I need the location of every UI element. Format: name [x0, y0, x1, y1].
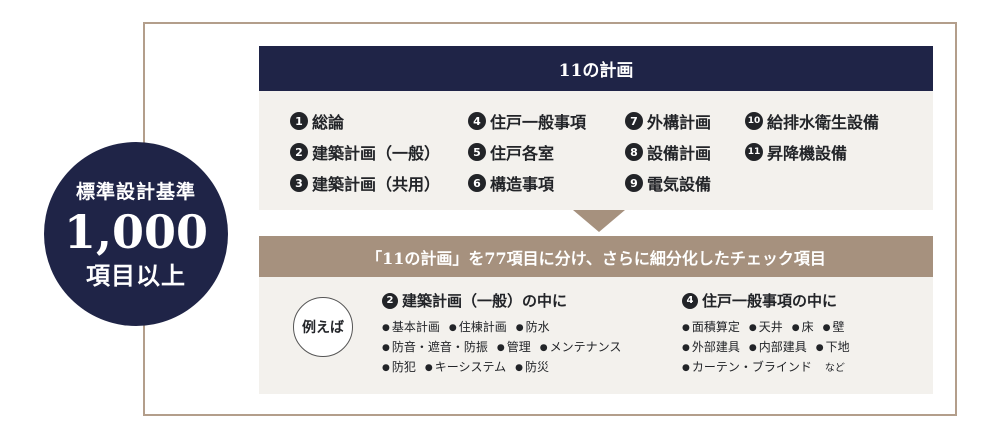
check-item: キーシステム [425, 360, 506, 374]
number-badge: 4 [468, 112, 486, 130]
plan-label: 住戸一般事項 [490, 113, 587, 132]
plan-label: 給排水衛生設備 [767, 113, 880, 132]
check-item: 防災 [515, 360, 549, 374]
circle-title: 標準設計基準 [75, 181, 196, 203]
check-item: 面積算定 [682, 320, 740, 334]
number-badge: 8 [625, 143, 643, 161]
number-badge: 2 [382, 292, 398, 309]
example-badge: 例えば [293, 297, 353, 357]
plan-item: 3 建築計画（共用） [290, 171, 440, 195]
plan-item: 5 住戸各室 [468, 140, 554, 164]
plan-item: 1 総論 [290, 109, 344, 133]
example-line: 防音・遮音・防振管理メンテナンス [382, 338, 630, 355]
number-badge: 11 [745, 143, 763, 161]
number-badge: 9 [625, 174, 643, 192]
example-right-title: 4 住戸一般事項の中に [682, 290, 837, 311]
check-item: カーテン・ブラインド [682, 360, 812, 374]
standard-circle: 標準設計基準 1,000 項目以上 [44, 142, 228, 326]
plan-label: 昇降機設備 [767, 144, 848, 163]
check-item: 管理 [497, 340, 531, 354]
check-item: 内部建具 [749, 340, 807, 354]
plan-item: 10 給排水衛生設備 [745, 109, 879, 133]
example-line: 基本計画住棟計画防水 [382, 318, 559, 335]
number-badge: 5 [468, 143, 486, 161]
etc-suffix: など [824, 363, 845, 374]
example-left-title: 2 建築計画（一般）の中に [382, 290, 567, 311]
plan-item: 9 電気設備 [625, 171, 711, 195]
plan-label: 総論 [312, 113, 345, 132]
example-title-text: 建築計画（一般）の中に [402, 292, 568, 310]
example-line: カーテン・ブラインド など [682, 358, 845, 375]
number-badge: 2 [290, 143, 308, 161]
down-arrow-icon [573, 210, 625, 232]
plan-item: 8 設備計画 [625, 140, 711, 164]
circle-number: 1,000 [63, 205, 209, 259]
number-badge: 4 [682, 292, 698, 309]
plan-label: 外構計画 [647, 113, 712, 132]
number-badge: 10 [745, 112, 763, 130]
plan-label: 建築計画（共用） [312, 175, 441, 194]
plan-label: 電気設備 [647, 175, 712, 194]
plans-header: 11の計画 [259, 46, 933, 91]
plan-item: 11 昇降機設備 [745, 140, 847, 164]
check-item: 基本計画 [382, 320, 440, 334]
check-item: 防犯 [382, 360, 416, 374]
check-item: メンテナンス [540, 340, 622, 354]
check-item: 床 [792, 320, 814, 334]
number-badge: 1 [290, 112, 308, 130]
check-item: 壁 [823, 320, 845, 334]
circle-subtitle: 項目以上 [86, 261, 186, 290]
check-item: 住棟計画 [449, 320, 507, 334]
check-item: 天井 [749, 320, 783, 334]
number-badge: 6 [468, 174, 486, 192]
plan-item: 6 構造事項 [468, 171, 554, 195]
plans-panel: 1 総論 2 建築計画（一般） 3 建築計画（共用） 4 住戸一般事項 5 住戸… [259, 91, 933, 210]
check-item: 防音・遮音・防振 [382, 340, 488, 354]
example-line: 外部建具内部建具下地 [682, 338, 859, 355]
examples-panel [259, 277, 933, 394]
plan-label: 設備計画 [647, 144, 712, 163]
plan-item: 2 建築計画（一般） [290, 140, 440, 164]
check-item: 下地 [816, 340, 850, 354]
plan-item: 7 外構計画 [625, 109, 711, 133]
example-title-text: 住戸一般事項の中に [702, 292, 838, 310]
number-badge: 7 [625, 112, 643, 130]
plan-label: 住戸各室 [490, 144, 555, 163]
checks-header: 「11の計画」を77項目に分け、さらに細分化したチェック項目 [259, 236, 933, 277]
example-line: 防犯キーシステム防災 [382, 358, 558, 375]
plan-label: 構造事項 [490, 175, 555, 194]
plan-item: 4 住戸一般事項 [468, 109, 586, 133]
check-item: 防水 [516, 320, 550, 334]
number-badge: 3 [290, 174, 308, 192]
example-line: 面積算定天井床壁 [682, 318, 854, 335]
plan-label: 建築計画（一般） [312, 144, 441, 163]
check-item: 外部建具 [682, 340, 740, 354]
